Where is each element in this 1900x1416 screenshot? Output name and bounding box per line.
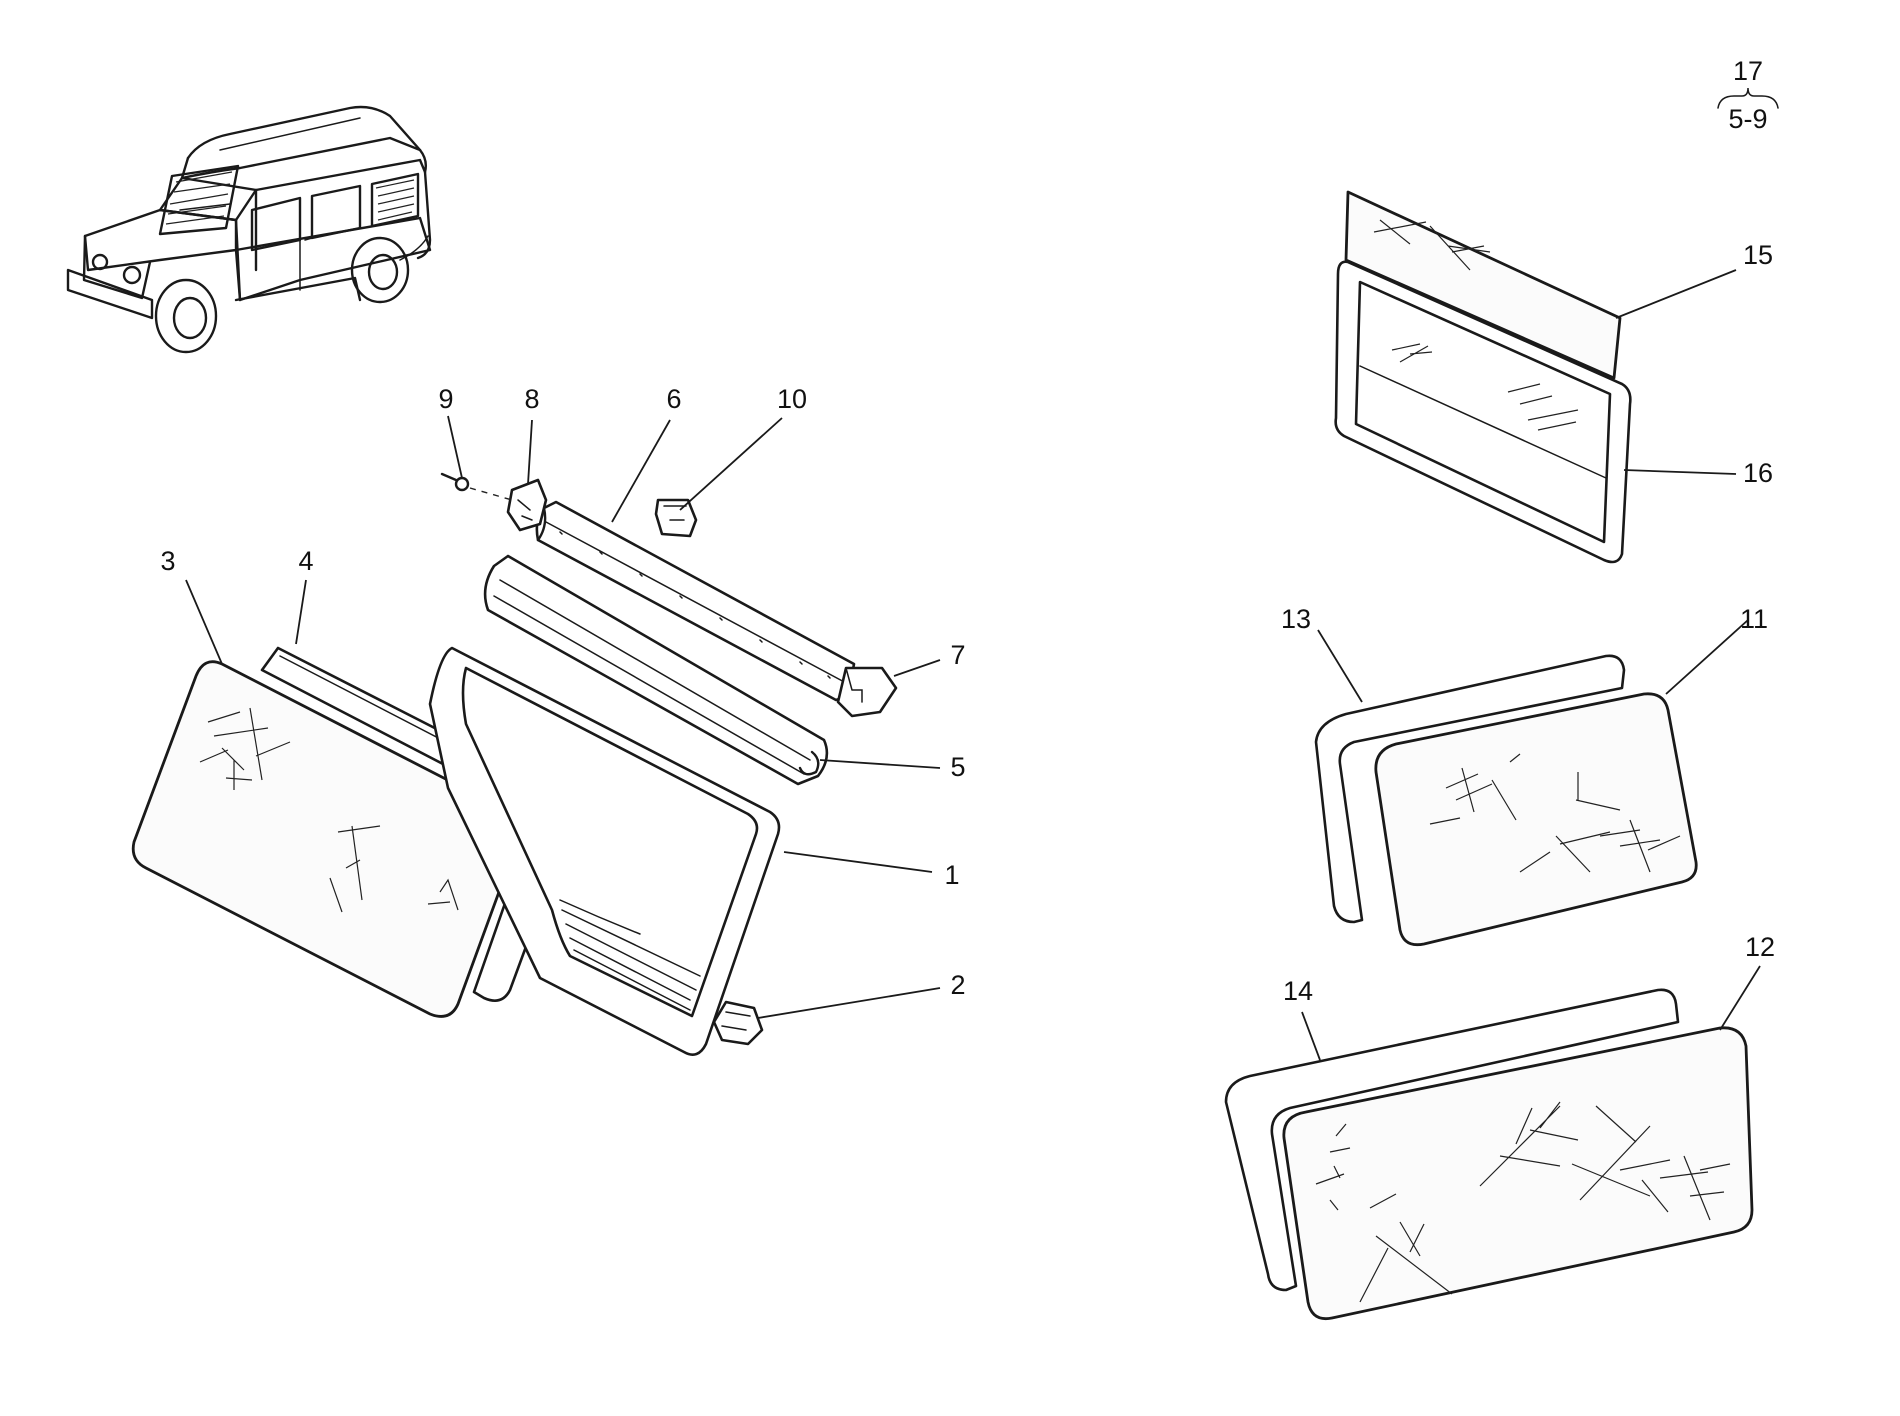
part-1-window-frame <box>428 646 781 1056</box>
leader-15 <box>1615 269 1737 319</box>
leader-7 <box>893 659 941 677</box>
part-15-glass <box>1344 190 1622 380</box>
part-10-bracket <box>654 498 698 538</box>
part-8-clip <box>506 478 548 532</box>
leader-2 <box>757 987 941 1019</box>
reference-top: 17 <box>1733 56 1763 86</box>
part-5-weatherstrip <box>483 554 829 786</box>
callout-12: 12 <box>1745 932 1775 962</box>
part-11-glass <box>1374 692 1698 947</box>
part-13-seal <box>1314 654 1626 924</box>
leader-16 <box>1623 469 1737 475</box>
callout-labels: 1 2 3 4 5 6 7 8 9 10 11 12 13 14 15 16 <box>160 240 1775 1006</box>
leader-4 <box>295 579 307 645</box>
callout-7: 7 <box>950 640 965 670</box>
leader-8 <box>527 419 533 485</box>
leader-11 <box>1665 619 1749 695</box>
part-7-end-cap <box>836 666 898 718</box>
callout-8: 8 <box>524 384 539 414</box>
leader-13 <box>1317 629 1363 703</box>
leader-6 <box>611 419 671 523</box>
part-14-seal <box>1224 988 1680 1292</box>
callout-10: 10 <box>777 384 807 414</box>
callout-4: 4 <box>298 546 313 576</box>
part-2-end-fitting <box>712 1000 764 1046</box>
callout-1: 1 <box>944 860 959 890</box>
callout-3: 3 <box>160 546 175 576</box>
leader-14 <box>1301 1011 1321 1061</box>
part-9-screw <box>440 472 513 501</box>
part-12-glass <box>1282 1026 1754 1321</box>
callout-16: 16 <box>1743 458 1773 488</box>
callout-13: 13 <box>1281 604 1311 634</box>
callout-15: 15 <box>1743 240 1773 270</box>
vehicle-thumbnail <box>66 105 432 354</box>
leader-9 <box>447 415 463 479</box>
leader-1 <box>783 851 933 873</box>
callout-9: 9 <box>438 384 453 414</box>
part-16-framed-window <box>1334 260 1632 564</box>
leader-3 <box>185 579 223 665</box>
leader-5 <box>819 759 941 769</box>
reference-mark: 17 5-9 <box>1717 56 1779 134</box>
leader-12 <box>1719 965 1761 1031</box>
reference-bottom: 5-9 <box>1728 104 1767 134</box>
callout-11: 11 <box>1740 604 1768 634</box>
callout-6: 6 <box>666 384 681 414</box>
callout-14: 14 <box>1283 976 1313 1006</box>
leader-10 <box>679 417 783 511</box>
leader-lines <box>185 269 1761 1061</box>
callout-5: 5 <box>950 752 965 782</box>
callout-2: 2 <box>950 970 965 1000</box>
